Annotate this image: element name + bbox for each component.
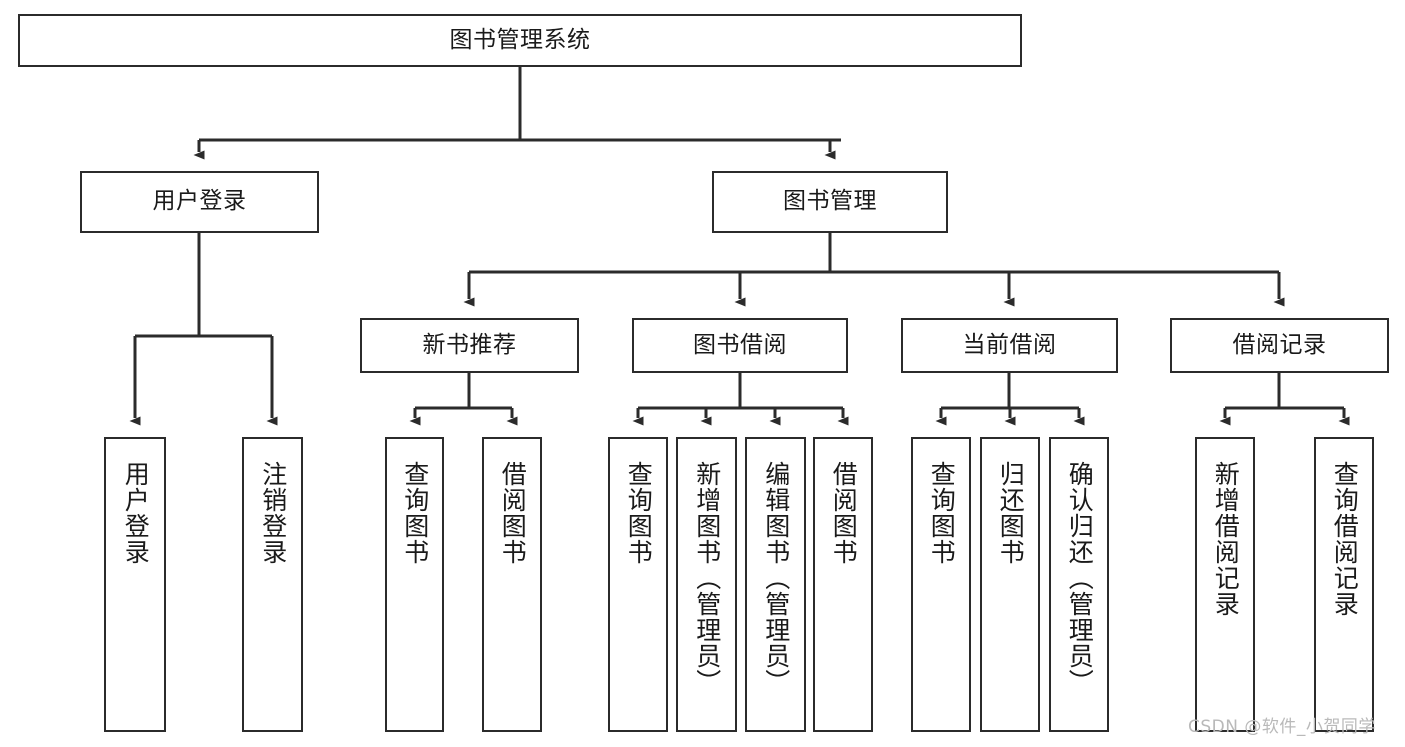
node-leaf-return-book[interactable]: 归还图书: [980, 437, 1040, 732]
node-book-manage[interactable]: 图书管理: [712, 171, 948, 233]
node-root[interactable]: 图书管理系统: [18, 14, 1022, 67]
node-book-manage-label: 图书管理: [783, 188, 877, 215]
node-leaf-add-book[interactable]: 新增图书（管理员）: [676, 437, 737, 732]
node-leaf-query-book-2[interactable]: 查询图书: [608, 437, 668, 732]
node-leaf-add-record-label: 新增借阅记录: [1211, 461, 1241, 617]
node-borrow-record-label: 借阅记录: [1232, 331, 1327, 358]
node-leaf-query-book-1[interactable]: 查询图书: [385, 437, 444, 732]
watermark: CSDN @软件_小贺同学: [1188, 717, 1376, 737]
node-leaf-confirm-return-label: 确认归还（管理员）: [1065, 461, 1095, 695]
node-current-borrow-label: 当前借阅: [962, 331, 1057, 358]
node-leaf-query-book-3[interactable]: 查询图书: [911, 437, 971, 732]
node-leaf-borrow-book-1-label: 借阅图书: [498, 461, 528, 565]
node-leaf-query-book-3-label: 查询图书: [927, 461, 957, 565]
node-current-borrow[interactable]: 当前借阅: [901, 318, 1118, 373]
node-book-borrow-label: 图书借阅: [693, 331, 787, 358]
node-leaf-user-login-label: 用户登录: [121, 461, 151, 565]
node-root-label: 图书管理系统: [449, 26, 591, 53]
node-book-borrow[interactable]: 图书借阅: [632, 318, 848, 373]
node-leaf-borrow-book-1[interactable]: 借阅图书: [482, 437, 542, 732]
node-leaf-edit-book-label: 编辑图书（管理员）: [761, 461, 791, 695]
node-user-login-label: 用户登录: [152, 188, 247, 215]
node-leaf-query-book-2-label: 查询图书: [624, 461, 654, 565]
node-new-book-recommend[interactable]: 新书推荐: [360, 318, 579, 373]
node-leaf-logout[interactable]: 注销登录: [242, 437, 303, 732]
node-leaf-query-record[interactable]: 查询借阅记录: [1314, 437, 1374, 732]
node-leaf-query-record-label: 查询借阅记录: [1330, 461, 1360, 617]
node-leaf-borrow-book-2-label: 借阅图书: [829, 461, 859, 565]
node-leaf-borrow-book-2[interactable]: 借阅图书: [813, 437, 873, 732]
node-leaf-confirm-return[interactable]: 确认归还（管理员）: [1049, 437, 1109, 732]
node-leaf-return-book-label: 归还图书: [996, 461, 1026, 565]
node-user-login[interactable]: 用户登录: [80, 171, 319, 233]
node-leaf-add-record[interactable]: 新增借阅记录: [1195, 437, 1255, 732]
node-borrow-record[interactable]: 借阅记录: [1170, 318, 1389, 373]
node-leaf-logout-label: 注销登录: [258, 461, 288, 565]
node-leaf-query-book-1-label: 查询图书: [400, 461, 430, 565]
node-leaf-add-book-label: 新增图书（管理员）: [692, 461, 722, 695]
node-new-book-recommend-label: 新书推荐: [422, 331, 517, 358]
node-leaf-edit-book[interactable]: 编辑图书（管理员）: [745, 437, 806, 732]
node-leaf-user-login[interactable]: 用户登录: [104, 437, 166, 732]
